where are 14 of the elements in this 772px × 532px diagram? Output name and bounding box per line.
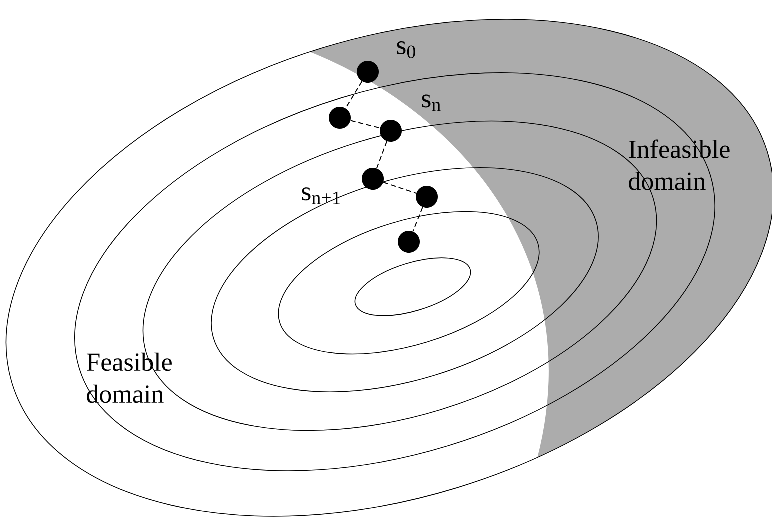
path-point — [380, 120, 402, 142]
point-label: s$_{0}$ — [397, 42, 416, 58]
path-point — [416, 186, 438, 208]
dashed-connector — [412, 206, 424, 232]
path-point — [362, 168, 384, 190]
path-point — [357, 61, 379, 83]
dashed-connector — [345, 81, 363, 109]
point-label: s$_{n}$ — [422, 94, 441, 112]
path-point — [398, 230, 420, 253]
dashed-connector — [383, 182, 417, 194]
path-point — [329, 107, 351, 129]
dashed-connector — [350, 120, 381, 129]
point-label: s$_{n+1}$ — [302, 188, 340, 204]
dashed-connector — [376, 140, 388, 169]
